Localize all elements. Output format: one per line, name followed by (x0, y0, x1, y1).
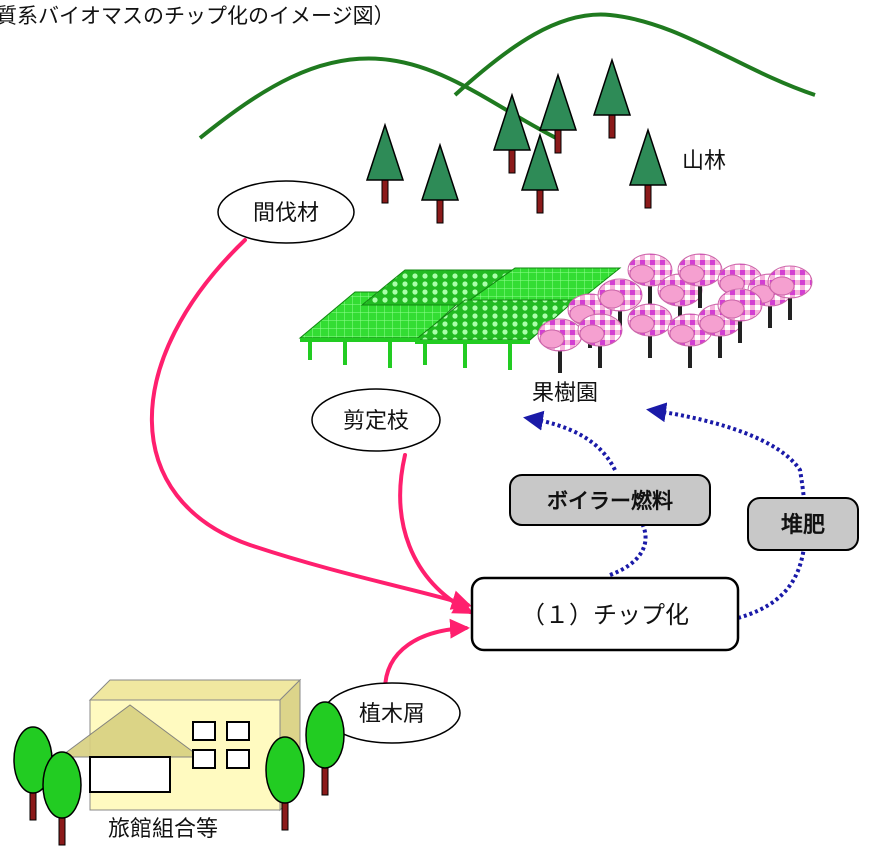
blossom-tree-icon (677, 253, 723, 308)
blossom-tree-icon (597, 278, 643, 333)
chipping-text: （１）チップ化 (521, 601, 689, 629)
orchard-label: 果樹園 (532, 381, 598, 406)
orchard-blossom-trees (537, 253, 813, 373)
conifer-tree-icon (592, 57, 632, 139)
chipping-box: （１）チップ化 (470, 576, 740, 652)
blossom-tree-icon (537, 318, 583, 373)
round-tree-icon (265, 736, 305, 831)
conifer-tree-icon (520, 132, 560, 214)
conifer-tree-icon (420, 142, 460, 224)
conifer-tree-icon (538, 72, 578, 154)
mountain-forest-label: 山林 (682, 149, 726, 174)
conifer-tree-icon (628, 127, 668, 209)
blossom-tree-icon (627, 253, 673, 308)
pruning-label: 剪定枝 (311, 388, 441, 452)
boiler-fuel-text: ボイラー燃料 (547, 489, 673, 513)
round-tree-icon (42, 751, 82, 846)
greenhouse-icon (298, 267, 622, 370)
forest-trees (365, 57, 668, 224)
thinning-text: 間伐材 (253, 201, 319, 226)
blossom-tree-icon (577, 313, 623, 368)
mountain-ridge (198, 12, 816, 142)
blossom-tree-icon (767, 265, 813, 320)
input-arrows (149, 238, 474, 692)
pruning-text: 剪定枝 (343, 409, 409, 434)
round-tree-icon (305, 701, 345, 796)
thinning-label: 間伐材 (217, 180, 355, 244)
conifer-tree-icon (365, 122, 405, 204)
blossom-tree-icon (717, 288, 763, 343)
page-title: 質系バイオマスのチップ化のイメージ図） (0, 4, 395, 28)
compost-box: 堆肥 (747, 497, 859, 551)
round-trees (13, 701, 345, 846)
garden-waste-text: 植木屑 (359, 702, 425, 727)
conifer-tree-icon (492, 92, 532, 174)
blossom-tree-icon (657, 273, 703, 328)
inn-building-icon (58, 678, 302, 812)
compost-text: 堆肥 (781, 513, 825, 538)
blossom-tree-icon (627, 303, 673, 358)
boiler-fuel-box: ボイラー燃料 (509, 474, 711, 526)
inn-union-label: 旅館組合等 (108, 817, 218, 842)
